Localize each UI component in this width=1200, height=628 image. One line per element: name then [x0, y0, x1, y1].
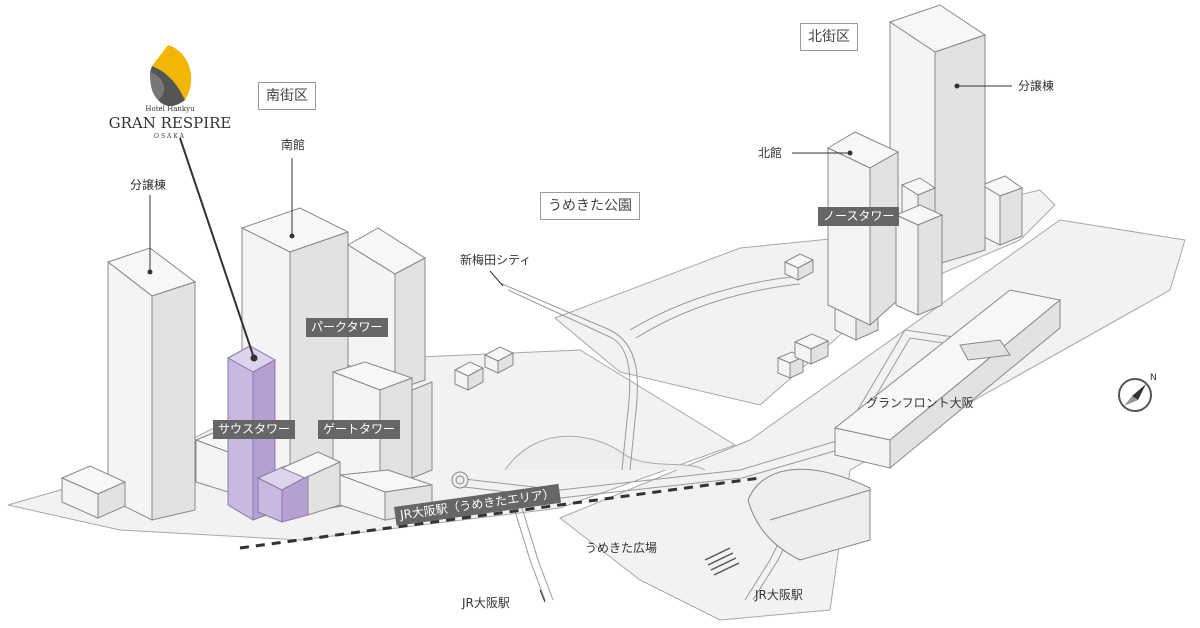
- park-curve: [504, 435, 706, 471]
- svg-text:N: N: [1150, 373, 1157, 383]
- compass-icon: N: [1118, 373, 1157, 412]
- hotel-logo-name: GRAN RESPIRE: [108, 114, 232, 132]
- walkway-shin-umeda: [499, 282, 638, 471]
- hotel-logo-mark-icon: [150, 45, 192, 106]
- leader-dots: [147, 83, 960, 362]
- north-condo-label: 分譲棟: [1018, 79, 1055, 93]
- gate-tower-label: ゲートタワー: [318, 420, 401, 439]
- park-tower-building: [347, 227, 426, 391]
- gate-tower-building: [331, 361, 433, 521]
- north-hall-label: 北館: [758, 146, 783, 160]
- south-hall-label: 南館: [281, 138, 306, 152]
- hotel-logo-small: Hotel Hankyu: [145, 105, 195, 113]
- walkway-north: [629, 275, 801, 331]
- shin-umeda-city-label: 新梅田シティ: [460, 253, 532, 267]
- jr-osaka-label-east: JR大阪駅: [755, 588, 803, 602]
- jr-osaka-label-south: JR大阪駅: [462, 596, 510, 610]
- stairs: [704, 547, 740, 576]
- south-tower-highlight: [226, 345, 342, 523]
- logo-pointer-line: [179, 137, 255, 359]
- roundabout: [451, 471, 469, 489]
- park-pavilions: [453, 253, 830, 391]
- south-district-label: 南街区: [258, 82, 316, 110]
- leader-lines: [149, 85, 1012, 603]
- north-tower-label: ノースタワー: [818, 207, 900, 226]
- hotel-logo-city: OSAKA: [154, 133, 186, 140]
- south-condo-building: [60, 247, 197, 521]
- grand-front-label: グランフロント大阪: [866, 396, 974, 410]
- park-tower-label: パークタワー: [306, 318, 388, 337]
- north-district-label: 北街区: [800, 23, 858, 51]
- umekita-plaza-label: うめきた広場: [585, 541, 658, 555]
- jr-curved-building: [747, 468, 871, 561]
- north-hall-building: [826, 131, 944, 327]
- jr-line-dashed: [239, 476, 761, 550]
- south-condo-label: 分譲棟: [130, 178, 167, 192]
- walkway-jr-south: [509, 494, 546, 601]
- park-label: うめきた公園: [540, 192, 640, 220]
- south-tower-label: サウスタワー: [213, 420, 296, 439]
